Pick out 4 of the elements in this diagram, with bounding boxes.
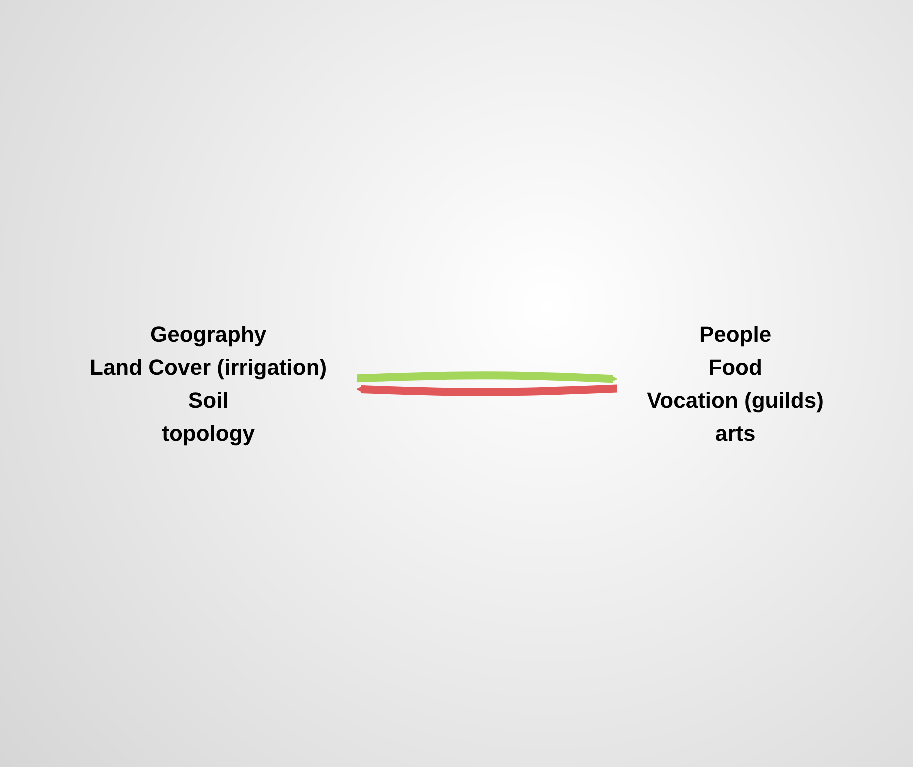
node-text: People Food Vocation (guilds) arts xyxy=(646,322,824,446)
node-text: Geography Land Cover (irrigation) Soil topology xyxy=(90,322,327,446)
arrow xyxy=(356,384,617,396)
arrow xyxy=(356,371,618,383)
